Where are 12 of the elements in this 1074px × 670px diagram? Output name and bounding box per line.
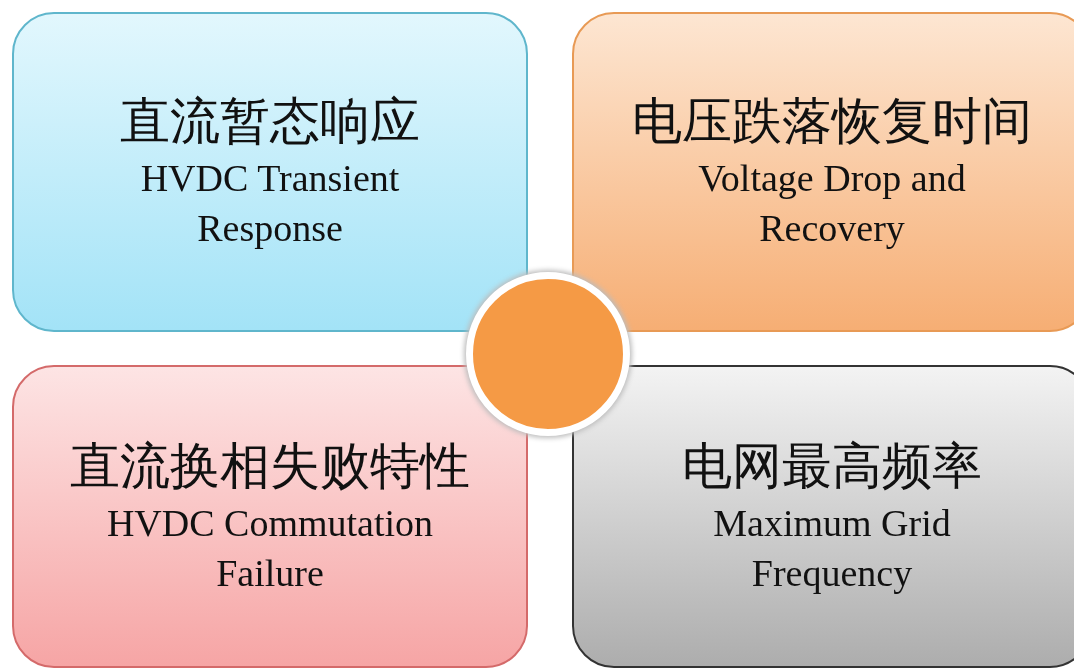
- box-subtitle: Voltage Drop and Recovery: [697, 156, 967, 251]
- box-title: 直流暂态响应: [120, 91, 420, 151]
- rounded-box: [572, 12, 1074, 332]
- box-subtitle: HVDC Commutation Failure: [105, 500, 435, 596]
- box-title: 直流换相失败特性: [70, 435, 470, 496]
- box-title: 电压跌落恢复时间: [632, 91, 1032, 151]
- box-title: 电网最高频率: [682, 435, 982, 496]
- rounded-box: [12, 365, 528, 668]
- rounded-box: [12, 12, 528, 332]
- box-subtitle: Maximum Grid Frequency: [712, 500, 952, 596]
- box-subtitle: HVDC Transient Response: [139, 156, 401, 251]
- rounded-box: [572, 365, 1074, 668]
